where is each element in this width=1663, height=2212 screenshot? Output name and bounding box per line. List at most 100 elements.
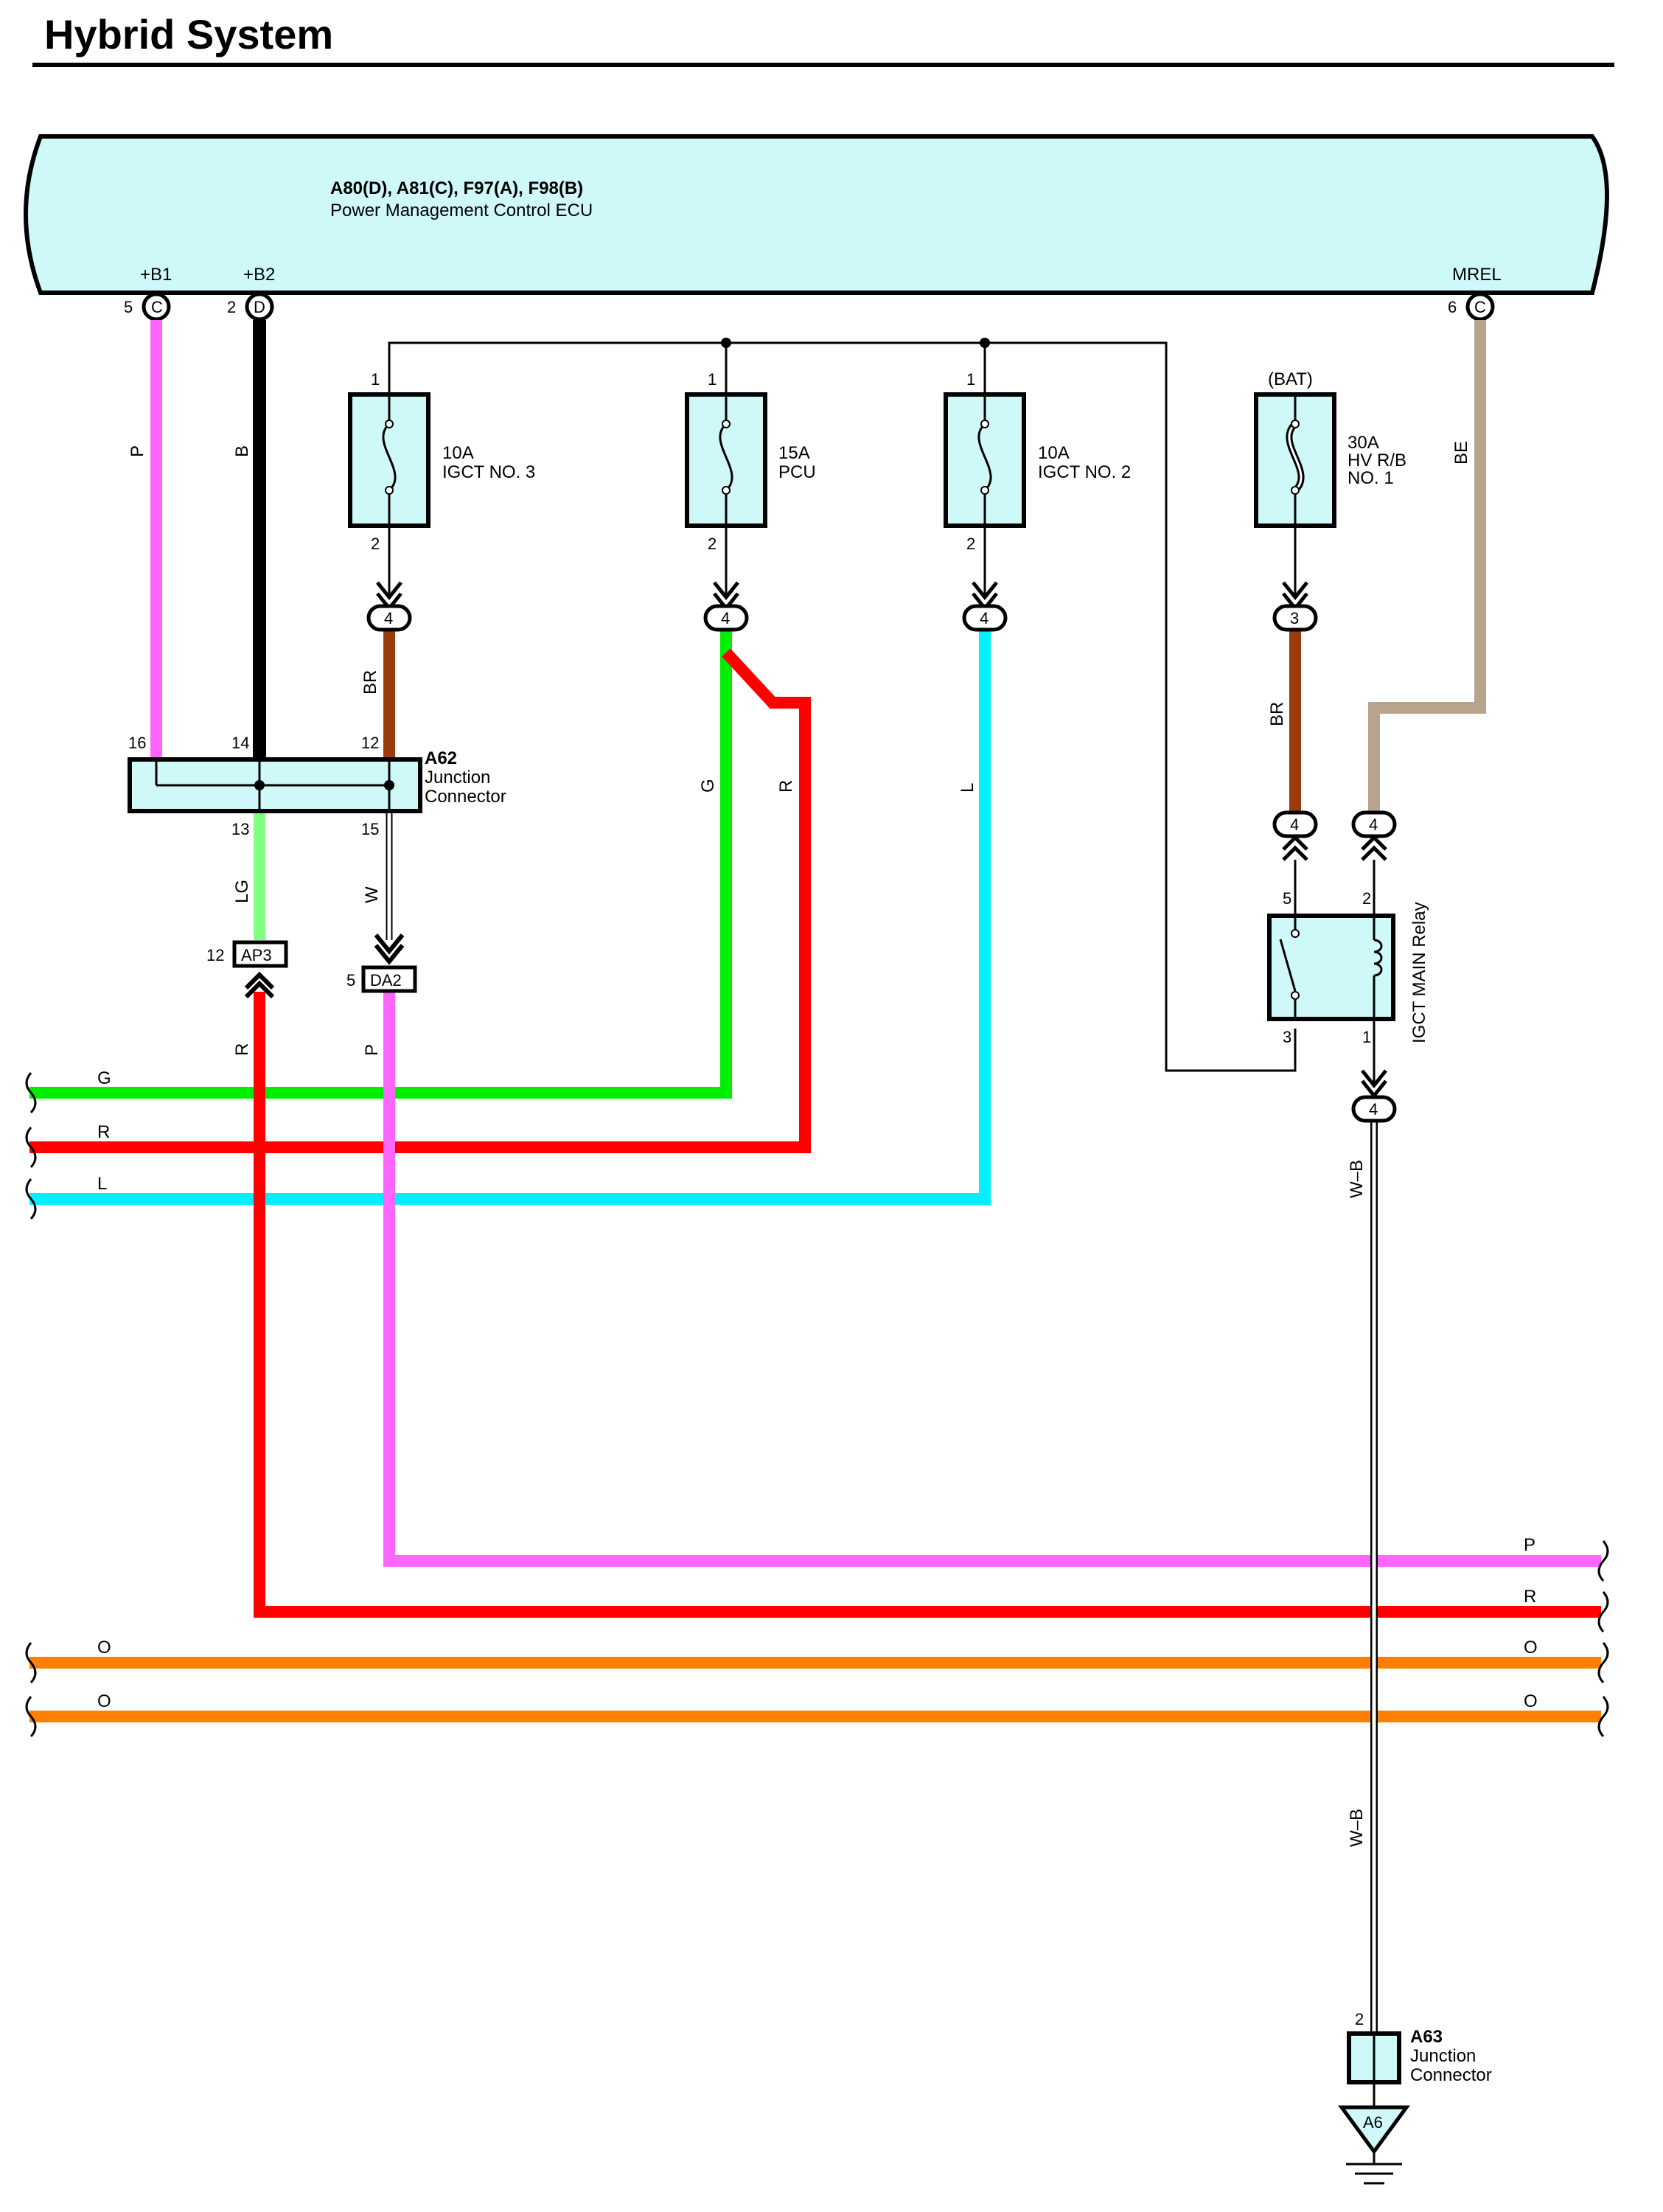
fuse-igct3-out-pin: 2	[371, 535, 380, 553]
fuse-pcu	[685, 392, 767, 612]
bus-label-r: R	[97, 1122, 110, 1142]
fuse-connector-ovals	[366, 604, 1318, 632]
ecu-terminal-b2-name: +B2	[243, 265, 275, 285]
a62-code: A62	[425, 748, 457, 768]
relay-name: IGCT MAIN Relay	[1409, 902, 1429, 1043]
ground-triangle	[1338, 2105, 1410, 2155]
ecu-terminal-b1	[142, 292, 171, 321]
ap3-code: AP3	[241, 946, 272, 964]
wire-label-p-b1: P	[128, 445, 147, 457]
a63-code: A63	[1410, 2027, 1443, 2047]
wire-label-g-pcu: G	[698, 779, 718, 793]
wire-label-r-pcu: R	[776, 780, 796, 793]
fuse-pcu-name: PCU	[778, 462, 816, 482]
wire-l-igct2	[29, 630, 991, 1205]
ecu-name-label: Power Management Control ECU	[330, 201, 593, 220]
fuse-hv-rb-name2: NO. 1	[1348, 468, 1394, 488]
a62-line1: Junction	[425, 768, 490, 787]
fuse-hv-rb-rating: 30A	[1348, 433, 1379, 453]
conn-igct2-pin: 4	[980, 609, 989, 627]
a62-line2: Connector	[425, 787, 506, 807]
relay-inputs	[1272, 810, 1397, 916]
ecu-terminal-b1-pin: 5	[124, 298, 133, 316]
a62-internal-bus	[155, 759, 394, 811]
relay-body	[1267, 914, 1395, 1021]
ecu-terminal-b1-conn: C	[151, 298, 163, 316]
relay-pin-3: 3	[1283, 1028, 1291, 1046]
relay-conn-pin-a: 4	[1290, 815, 1299, 834]
a63-line1: Junction	[1410, 2046, 1476, 2066]
ecu-terminal-mrel	[1465, 292, 1495, 321]
ecu-terminal-b2-pin: 2	[227, 298, 236, 316]
fuse-hv-rb-name: HV R/B	[1348, 451, 1406, 470]
fuse-igct3-in-pin: 1	[371, 370, 380, 389]
relay-conn-pin-b: 4	[1369, 815, 1378, 834]
relay-conn-pin-c: 4	[1369, 1100, 1378, 1119]
conn-pcu-pin: 4	[721, 609, 730, 627]
bus-label-o-right-2: O	[1524, 1691, 1538, 1711]
wire-label-w: W	[362, 886, 382, 903]
fuse-hv-rb-supply: (BAT)	[1268, 369, 1313, 389]
relay-pin-2: 2	[1362, 889, 1371, 908]
conn-igct3-pin: 4	[384, 609, 393, 627]
wire-label-r-ap3: R	[232, 1043, 252, 1056]
ecu-panel	[24, 134, 1609, 295]
ecu-terminal-mrel-name: MREL	[1452, 265, 1502, 285]
wire-label-be-mrel: BE	[1451, 441, 1471, 465]
wire-be-mrel	[1368, 320, 1486, 811]
relay-switch-icon	[1279, 916, 1300, 1019]
fuse-pcu-in-pin: 1	[708, 370, 717, 389]
bus-label-o-left-1: O	[97, 1638, 111, 1658]
fuse-igct2-in-pin: 1	[966, 370, 975, 389]
wire-label-wb-1: W–B	[1347, 1160, 1367, 1198]
fuse-igct3-rating: 10A	[442, 443, 474, 463]
wire-label-lg: LG	[232, 880, 252, 903]
conn-hv-rb-pin: 3	[1290, 609, 1299, 627]
bus-label-l: L	[97, 1174, 107, 1194]
wire-label-wb-2: W–B	[1347, 1809, 1367, 1847]
ecu-terminal-mrel-conn: C	[1474, 298, 1486, 316]
wire-g-pcu	[29, 630, 732, 1099]
relay-pin-1: 1	[1362, 1028, 1371, 1046]
da2-connector	[361, 965, 417, 993]
relay-out-connector	[1351, 1095, 1397, 1123]
ecu-terminal-b2-conn: D	[254, 298, 265, 316]
wire-label-p-da2: P	[362, 1044, 382, 1056]
ground-icon	[1346, 2152, 1402, 2185]
a63-line2: Connector	[1410, 2065, 1492, 2085]
da2-pin: 5	[346, 971, 355, 990]
relay-coil-icon	[1373, 916, 1383, 1019]
feed-bus	[388, 341, 1297, 1072]
relay-pin-5: 5	[1283, 889, 1291, 908]
a62-pin-16: 16	[128, 734, 146, 752]
wire-label-br-bat: BR	[1267, 702, 1287, 726]
a63-pin: 2	[1355, 2010, 1364, 2028]
ecu-connectors-label: A80(D), A81(C), F97(A), F98(B)	[330, 178, 583, 198]
fuse-pcu-rating: 15A	[778, 443, 810, 463]
wire-label-b-b2: B	[232, 445, 252, 457]
fuse-igct2-name: IGCT NO. 2	[1038, 462, 1131, 482]
wire-label-l-igct2: L	[958, 783, 977, 793]
page-title: Hybrid System	[44, 11, 333, 58]
fuse-igct3	[348, 392, 430, 612]
fuse-pcu-out-pin: 2	[708, 535, 717, 553]
fuse-igct2-rating: 10A	[1038, 443, 1070, 463]
ecu-terminal-mrel-pin: 6	[1448, 298, 1457, 316]
a62-pin-13: 13	[231, 820, 249, 838]
ground-code: A6	[1363, 2113, 1383, 2132]
fuse-hv-rb	[1254, 392, 1336, 612]
a62-pin-14: 14	[231, 734, 249, 752]
a62-pin-12: 12	[361, 734, 379, 752]
bus-label-g: G	[97, 1068, 111, 1088]
wire-p-da2	[383, 992, 1601, 1567]
bus-label-o-left-2: O	[97, 1691, 111, 1711]
break-marks	[25, 1072, 1609, 1738]
junction-dot-2	[980, 338, 990, 348]
a62-pin-15: 15	[361, 820, 379, 838]
wire-r-ap3	[254, 992, 1601, 1618]
ap3-arrow	[244, 971, 275, 999]
wire-r-pcu	[29, 648, 811, 1153]
da2-code: DA2	[370, 971, 402, 990]
ecu-terminal-b1-name: +B1	[140, 265, 172, 285]
